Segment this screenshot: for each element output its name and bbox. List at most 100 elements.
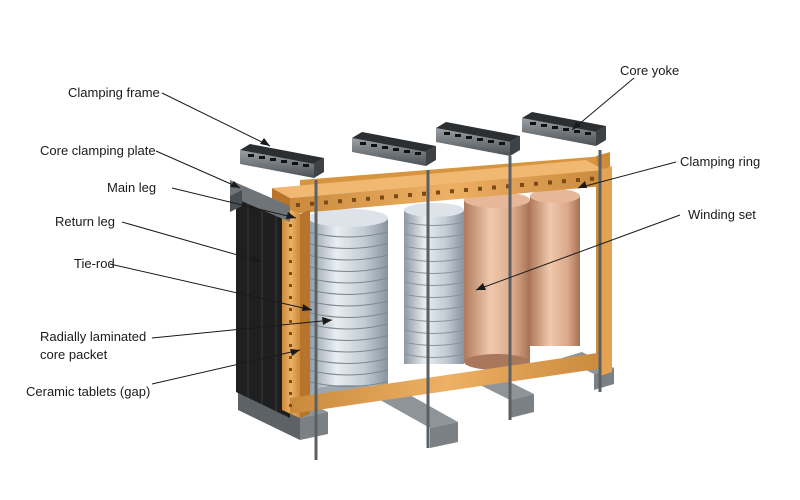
- leader-arrowheads: [230, 121, 587, 356]
- leader-ceramic: [151, 349, 301, 385]
- frame-bolt: [450, 189, 454, 194]
- clamp-slot: [270, 158, 276, 161]
- leader-lines: [109, 77, 681, 385]
- clamp-frame-end: [596, 126, 606, 146]
- frame-bolt: [436, 190, 440, 195]
- clamp-slot: [393, 148, 399, 151]
- top-clamping-frames: [240, 112, 606, 178]
- frame-bolt: [366, 196, 370, 201]
- clamp-slot: [455, 134, 461, 137]
- clamp-slot: [530, 122, 536, 125]
- post-bolt: [289, 248, 292, 251]
- clamp-slot: [292, 162, 298, 165]
- coil-ridge-mid: [403, 341, 465, 346]
- leader-winding-set: [475, 214, 681, 291]
- clamp-frame-top: [436, 122, 520, 142]
- frame-bolt: [562, 179, 566, 184]
- frame-bolt: [422, 191, 426, 196]
- post-bolt: [289, 224, 292, 227]
- frame-bolt: [492, 185, 496, 190]
- clamp-slot: [248, 154, 254, 157]
- frame-bolt: [590, 176, 594, 181]
- post-bolt: [289, 320, 292, 323]
- arrow-tie-rod: [302, 304, 312, 311]
- winding-copper-back: [530, 189, 580, 346]
- post-bolt: [289, 260, 292, 263]
- leader-core-clamping-plate: [155, 150, 241, 189]
- coil-ridge-mid: [403, 317, 465, 322]
- foot-right-front: [510, 394, 534, 418]
- post-bolt: [289, 356, 292, 359]
- post-bolt: [289, 236, 292, 239]
- arrow-core-yoke: [572, 121, 581, 130]
- foot-mid: [380, 394, 458, 428]
- arrow-winding-set: [476, 283, 486, 290]
- leader-clamping-ring: [577, 161, 677, 189]
- clamp-frame-top: [240, 144, 324, 164]
- clamp-frame-body: [352, 138, 426, 166]
- label-return-leg: Return leg: [55, 214, 115, 229]
- coil-ridge-mid: [403, 269, 465, 274]
- foot-left-side: [238, 388, 300, 440]
- label-laminated-line2: core packet: [40, 347, 108, 362]
- core-clamping-plate-shape: [230, 180, 290, 222]
- clamp-slot: [466, 136, 472, 139]
- arrow-core-clamping-plate: [230, 181, 240, 188]
- clamp-slot: [415, 152, 421, 155]
- clamp-slot: [444, 132, 450, 135]
- frame-bolt-holes: [289, 176, 594, 407]
- leader-main-leg: [171, 187, 297, 219]
- frame-bolt: [338, 199, 342, 204]
- coil-ridge-mid: [403, 293, 465, 298]
- post-bolt: [289, 272, 292, 275]
- foot-mid-front: [430, 422, 458, 448]
- clamp-frame-end: [314, 158, 324, 178]
- leader-core-yoke: [571, 77, 635, 131]
- arrow-ceramic: [290, 349, 300, 356]
- coil-ridge-mid: [403, 233, 465, 238]
- label-core-yoke: Core yoke: [620, 63, 680, 78]
- label-laminated-line1: Radially laminated: [40, 329, 147, 344]
- frame-bolt: [478, 186, 482, 191]
- leader-laminated: [151, 319, 333, 339]
- bottom-frame-beam: [290, 352, 604, 414]
- clamp-frame-top: [352, 132, 436, 152]
- clamp-slot: [563, 128, 569, 131]
- arrow-clamping-ring: [578, 181, 587, 188]
- coil-ridge-mid: [403, 257, 465, 262]
- clamp-plate-edge: [230, 190, 242, 212]
- clamp-slot: [281, 160, 287, 163]
- clamp-slot: [371, 144, 377, 147]
- label-winding-set: Winding set: [688, 207, 756, 222]
- post-bolt: [289, 368, 292, 371]
- foot-left-front: [300, 412, 328, 440]
- leader-tie-rod: [109, 263, 313, 311]
- frame-bolt: [296, 203, 300, 207]
- frame-bolt: [408, 193, 412, 197]
- frame-bolt: [548, 180, 552, 185]
- arrow-return-leg: [252, 256, 262, 262]
- post-bolt: [289, 380, 292, 383]
- frame-bolt: [310, 201, 314, 206]
- clamp-slot: [404, 150, 410, 153]
- clamp-slot: [303, 164, 309, 167]
- clamp-frame-body: [436, 128, 510, 156]
- clamp-frame-end: [426, 146, 436, 166]
- label-core-clamping-plate: Core clamping plate: [40, 143, 156, 158]
- winding-copper-mid: [464, 192, 530, 370]
- clamp-frame-body: [240, 150, 314, 178]
- leader-return-leg: [121, 221, 263, 263]
- clamp-slot: [488, 140, 494, 143]
- frame-bolt: [534, 181, 538, 186]
- coil-ridge-mid: [403, 221, 465, 226]
- clamp-frame-end: [510, 136, 520, 156]
- post-bolt: [289, 344, 292, 347]
- frame-bolt: [464, 188, 468, 192]
- clamp-slot: [259, 156, 265, 159]
- post-bolt: [289, 404, 292, 407]
- clamp-slot: [552, 126, 558, 129]
- post-bolt: [289, 392, 292, 395]
- label-main-leg: Main leg: [107, 180, 157, 195]
